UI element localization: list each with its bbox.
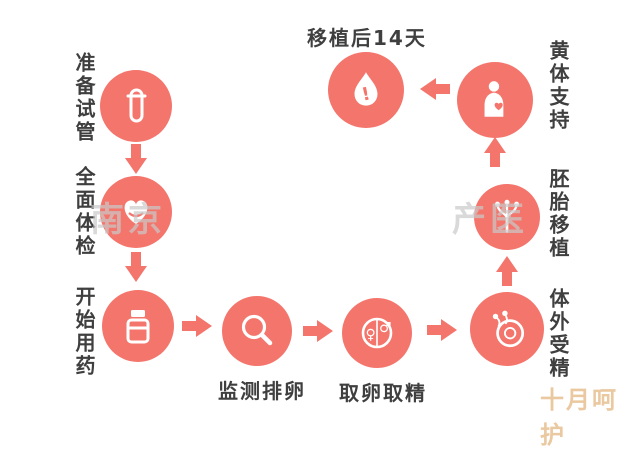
arrow-up-icon	[495, 256, 519, 286]
step-label-in-vitro-fertilization: 体外受精	[546, 288, 570, 380]
step-label-checkup: 全面体检	[72, 166, 96, 258]
step-label-pregnancy-test: 移植后14天	[307, 26, 427, 50]
step-circle-in-vitro-fertilization	[470, 292, 544, 366]
step-circle-monitor-ovulation	[222, 296, 292, 366]
step-circle-medication	[102, 290, 174, 362]
heart-checkup-icon	[124, 200, 148, 224]
arrow-up-icon	[483, 137, 507, 167]
magnifier-icon	[241, 314, 273, 346]
step-label-embryo-transfer: 胚胎移植	[546, 168, 570, 260]
arrow-right-icon	[427, 318, 457, 342]
svg-text:!: !	[360, 84, 372, 105]
arrow-down-icon	[124, 144, 148, 174]
arrow-left-icon	[420, 77, 450, 101]
fertilization-dish-icon	[492, 310, 525, 348]
watermark-center-left: 南京	[90, 200, 166, 240]
arrow-right-icon	[303, 319, 333, 343]
female-male-symbols-icon: ♀ ♂	[361, 317, 393, 349]
arrow-right-icon	[182, 314, 212, 338]
step-label-luteal-support: 黄体支持	[546, 40, 570, 132]
step-circle-prepare-tube	[100, 70, 172, 142]
medicine-bottle-icon	[126, 310, 150, 344]
step-circle-egg-sperm-retrieval: ♀ ♂	[342, 298, 412, 368]
embryo-branch-icon	[494, 199, 520, 233]
step-label-egg-sperm-retrieval: 取卵取精	[339, 381, 427, 405]
step-label-monitor-ovulation: 监测排卵	[218, 379, 306, 403]
blood-drop-icon: !	[354, 72, 378, 106]
test-tube-icon	[126, 88, 147, 123]
step-circle-embryo-transfer	[474, 184, 540, 250]
ivf-process-flow-diagram: 准备试管 全面体检 开始用药 监测排卵	[72, 26, 616, 449]
step-circle-pregnancy-test: !	[328, 52, 404, 128]
svg-text:♂: ♂	[379, 320, 392, 336]
arrow-down-icon	[124, 252, 148, 282]
step-circle-luteal-support	[457, 62, 533, 138]
step-label-medication: 开始用药	[72, 286, 96, 378]
watermark-brand-logo: 十月呵护	[540, 386, 618, 449]
watermark-center-right: 产医	[452, 200, 528, 240]
step-circle-checkup	[100, 176, 172, 248]
svg-text:♀: ♀	[366, 327, 376, 343]
pregnant-woman-icon	[484, 81, 504, 117]
step-label-prepare-tube: 准备试管	[72, 52, 96, 144]
